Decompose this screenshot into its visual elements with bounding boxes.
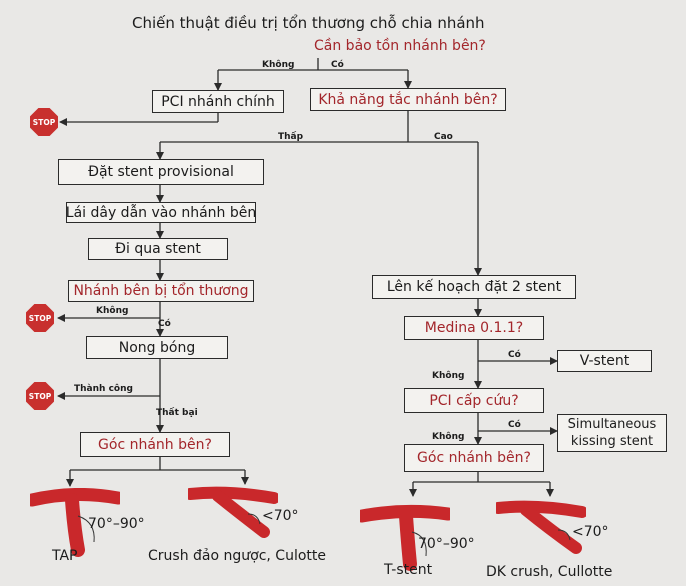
- label-that-bai: Thất bại: [156, 408, 198, 418]
- label-co-3: Có: [508, 350, 521, 360]
- vessel-t-shape-right-illustration: [360, 504, 450, 571]
- label-cao: Cao: [434, 132, 453, 142]
- outcome-dk-crush: DK crush, Cullotte: [486, 564, 613, 580]
- outcome-crush-culotte: Crush đảo ngược, Culotte: [148, 548, 326, 564]
- node-len-ke-hoach: Lên kế hoạch đặt 2 stent: [372, 275, 576, 299]
- label-khong-1: Không: [262, 60, 295, 70]
- vessel-y-shape-right-illustration: [496, 500, 586, 554]
- diagram-title: Chiến thuật điều trị tổn thương chỗ chia…: [132, 14, 485, 32]
- node-nhanh-ben-ton-thuong: Nhánh bên bị tổn thương: [68, 280, 254, 302]
- label-co-4: Có: [508, 420, 521, 430]
- outcome-t-stent: T-stent: [384, 562, 433, 578]
- vessel-y-shape-left-illustration: [188, 486, 278, 538]
- label-thanh-cong: Thành công: [74, 384, 133, 394]
- angle-label-3: 70°–90°: [418, 536, 475, 552]
- angle-label-1: 70°–90°: [88, 516, 145, 532]
- node-simultaneous-kissing: Simultaneous kissing stent: [557, 414, 667, 452]
- node-kha-nang-tac: Khả năng tắc nhánh bên?: [310, 88, 506, 111]
- label-khong-3: Không: [432, 371, 465, 381]
- stop-sign-3: STOP: [26, 382, 54, 410]
- outcome-tap: TAP: [52, 548, 78, 564]
- stop-sign-1: STOP: [30, 108, 58, 136]
- stop-sign-2: STOP: [26, 304, 54, 332]
- node-goc-nhanh-ben-left: Góc nhánh bên?: [80, 432, 230, 457]
- node-nong-bong: Nong bóng: [86, 336, 228, 359]
- label-khong-2: Không: [96, 306, 129, 316]
- node-v-stent: V-stent: [557, 350, 652, 372]
- node-goc-nhanh-ben-right: Góc nhánh bên?: [404, 444, 544, 472]
- node-can-bao-ton: Cần bảo tồn nhánh bên?: [314, 38, 486, 54]
- node-pci-cap-cuu: PCI cấp cứu?: [404, 388, 544, 413]
- vessel-t-shape-left-illustration: [30, 488, 120, 557]
- node-pci-nhanh-chinh: PCI nhánh chính: [152, 90, 284, 113]
- node-dat-stent-provisional: Đặt stent provisional: [58, 159, 264, 185]
- label-khong-4: Không: [432, 432, 465, 442]
- label-thap: Thấp: [278, 132, 304, 142]
- angle-label-2: <70°: [262, 508, 299, 524]
- label-co-1: Có: [331, 60, 344, 70]
- node-di-qua-stent: Đi qua stent: [88, 238, 228, 260]
- node-lai-day-dan: Lái dây dẫn vào nhánh bên: [66, 202, 256, 223]
- node-medina: Medina 0.1.1?: [404, 316, 544, 340]
- angle-label-4: <70°: [572, 524, 609, 540]
- label-co-2: Có: [158, 319, 171, 329]
